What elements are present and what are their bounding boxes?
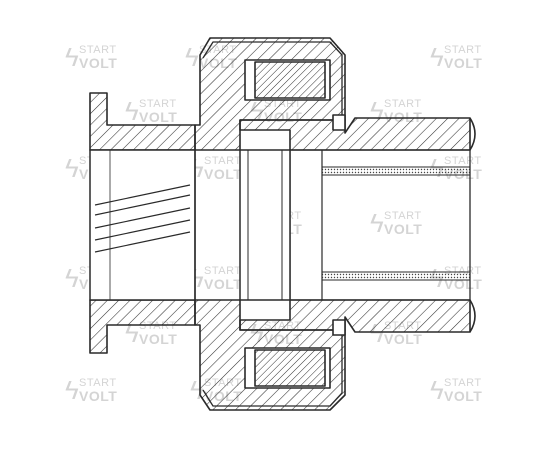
- pinion-tooth-5: [94, 231, 191, 253]
- roller-upper: [254, 61, 326, 99]
- pinion-bore: [89, 149, 196, 301]
- hub-upper: [239, 117, 471, 151]
- pinion-flange-lower: [89, 299, 196, 354]
- spline-band-upper: [321, 166, 471, 176]
- retainer-clip-lower: [332, 319, 346, 336]
- roller-lower: [254, 349, 326, 387]
- pinion-tooth-4: [94, 219, 191, 241]
- hub-end: [469, 117, 476, 333]
- spline-band-lower: [321, 271, 471, 281]
- cover-shell: [202, 41, 343, 407]
- pinion-flange: [89, 92, 196, 151]
- pinion-tooth-1: [94, 184, 191, 206]
- pinion-tooth-3: [94, 207, 191, 229]
- retainer-clip-upper: [332, 114, 346, 131]
- pinion-tooth-2: [94, 194, 191, 216]
- hub-lower: [239, 299, 471, 333]
